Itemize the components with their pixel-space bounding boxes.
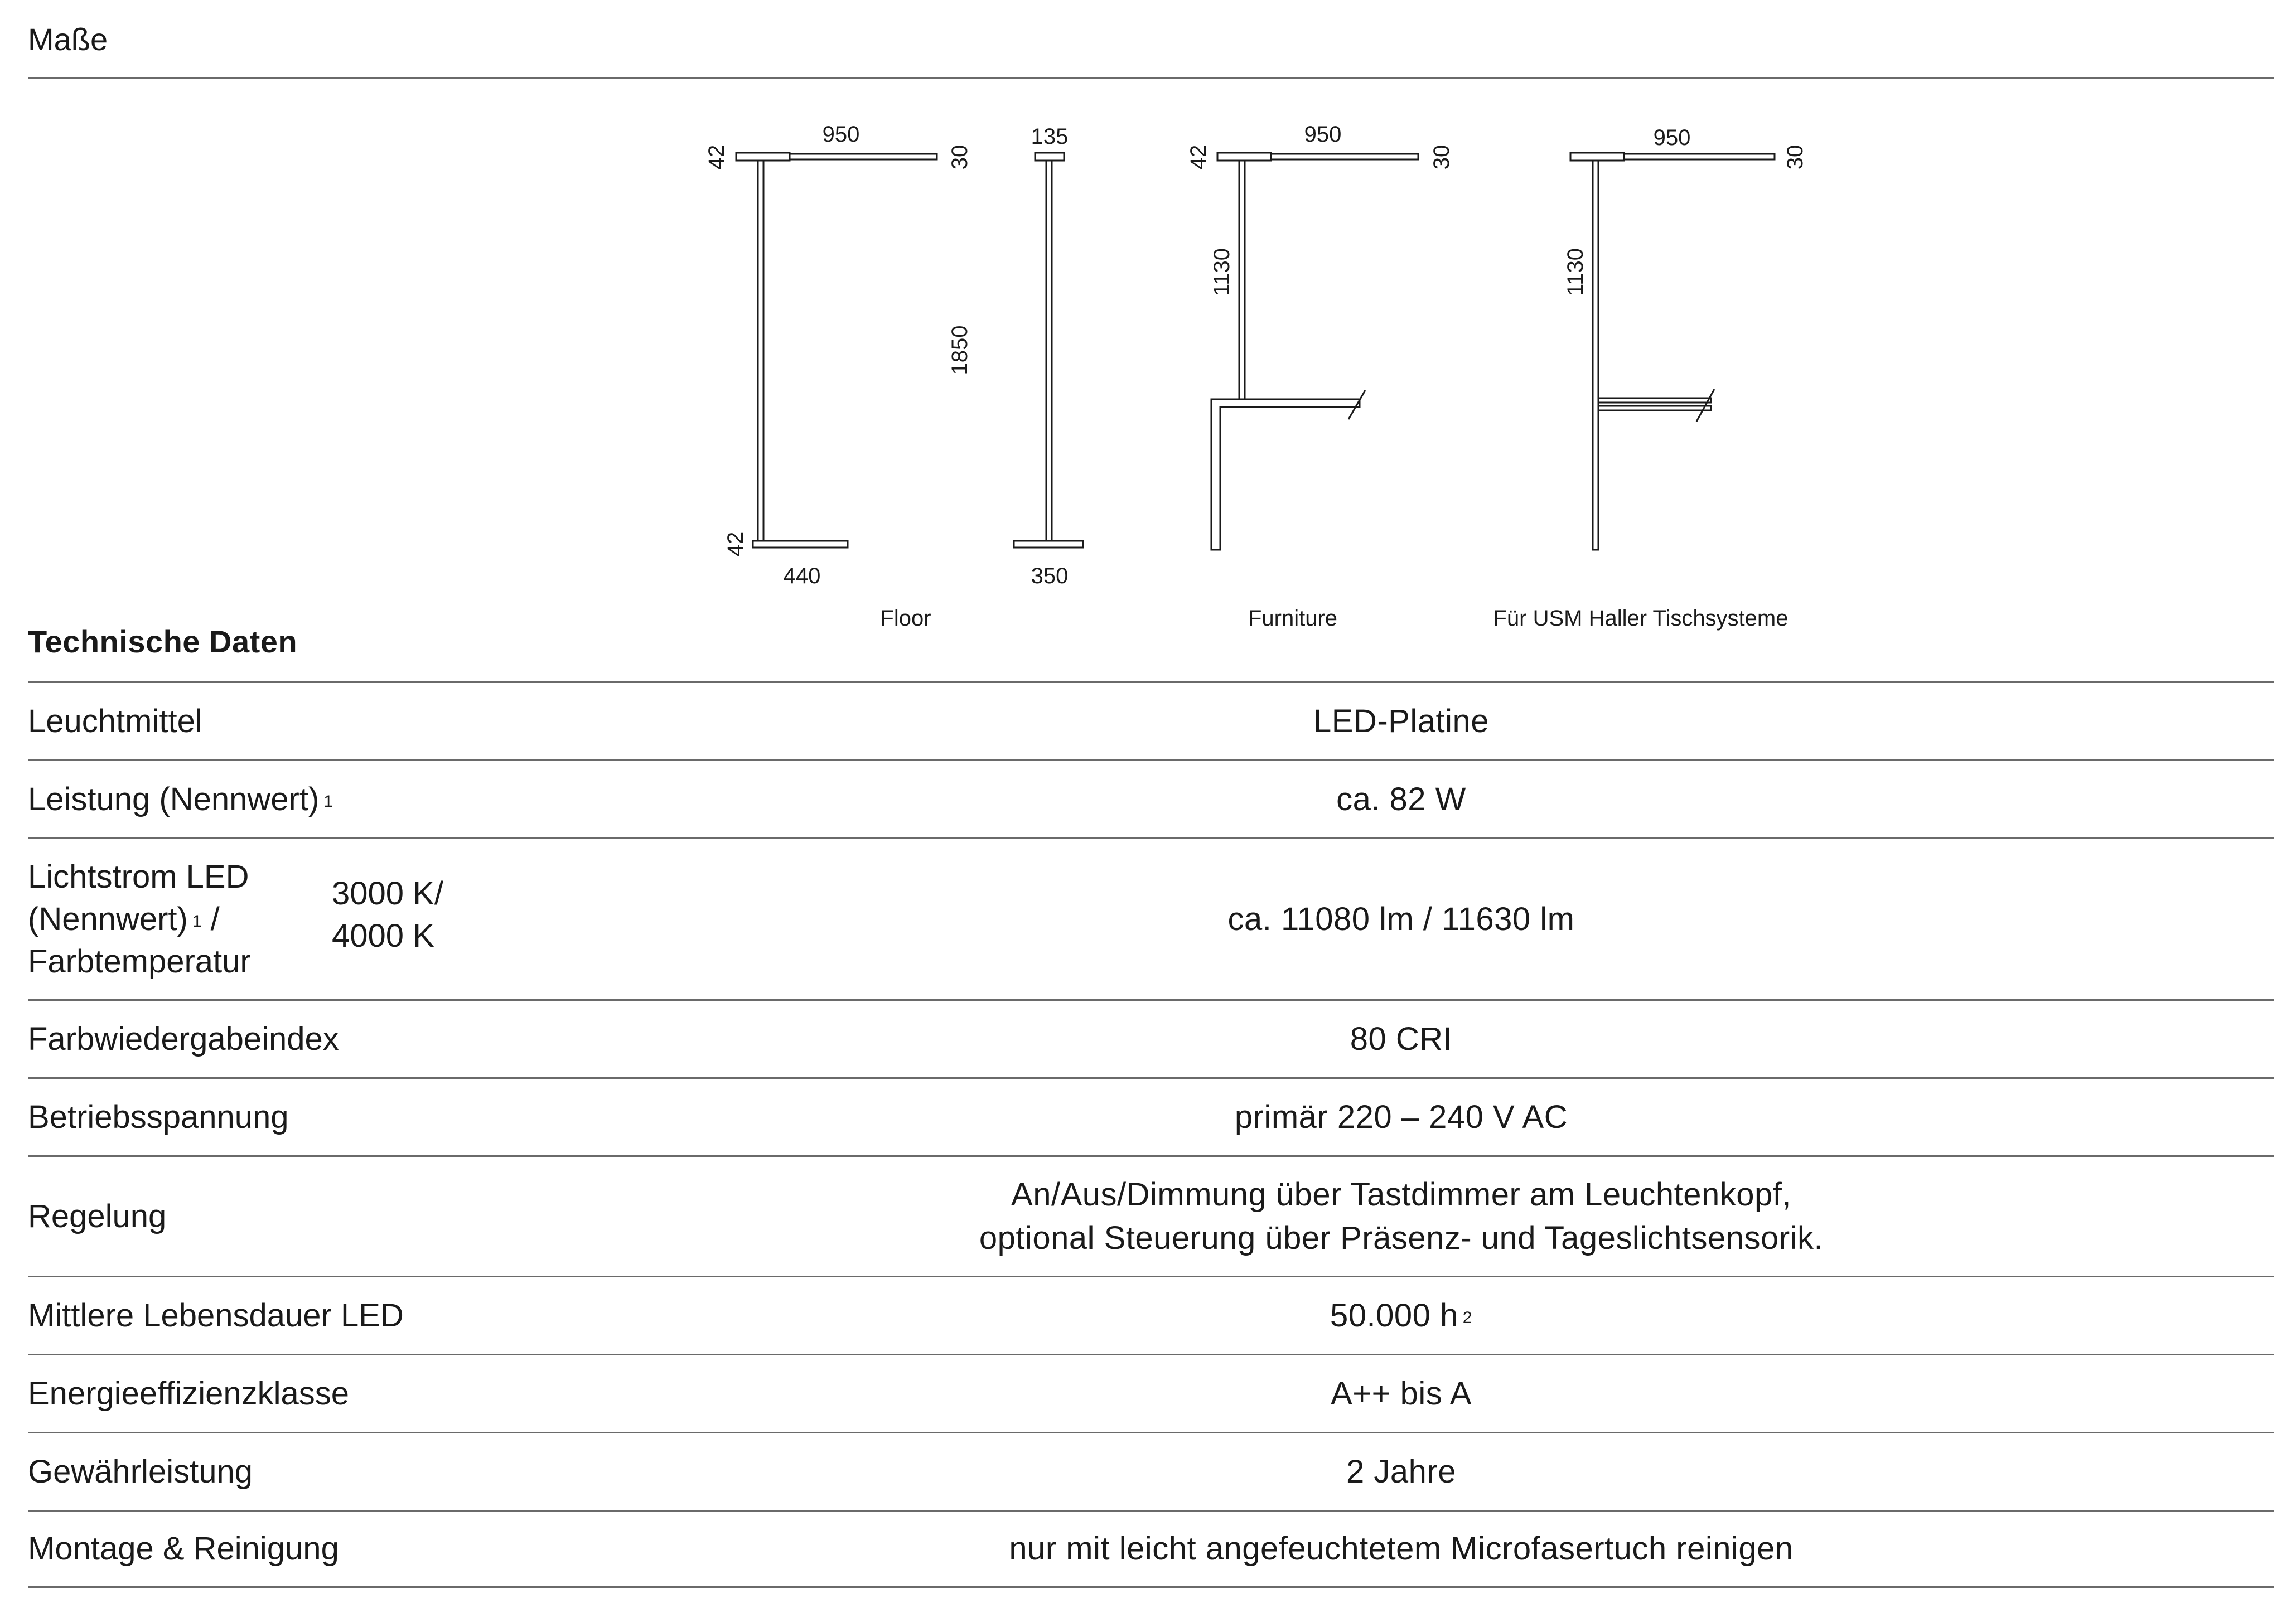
dim-side-height: 1850: [948, 326, 972, 375]
spec-label: Farbwiedergabeindex: [28, 1020, 339, 1057]
spec-label: Regelung: [28, 1198, 167, 1234]
spec-row-energy-class: Energieeffizienzklasse A++ bis A: [28, 1354, 2274, 1432]
floor-lamp-front: 42 950 30 42 440: [704, 122, 972, 588]
spec-label: Betriebsspannung: [28, 1098, 289, 1135]
footnote-marker: 2: [1462, 1308, 1472, 1327]
spec-value: 2 Jahre: [1346, 1453, 1456, 1490]
footnote-marker: 1: [192, 912, 202, 931]
spec-value: An/Aus/Dimmung über Tastdimmer am Leucht…: [979, 1176, 1824, 1256]
furniture-lamp: 42 950 30 1130: [1186, 122, 1454, 551]
dim-floor-arm-length: 950: [823, 122, 860, 147]
caption-usm-haller: Für USM Haller Tischsysteme: [1493, 606, 1789, 631]
spec-row-cri: Farbwiedergabeindex 80 CRI: [28, 999, 2274, 1077]
dim-usm-pole-height: 1130: [1563, 248, 1588, 296]
spec-table: Leuchtmittel LED-Platine Leistung (Nennw…: [28, 681, 2274, 1588]
caption-furniture: Furniture: [1248, 606, 1337, 631]
spec-row-warranty: Gewährleistung 2 Jahre: [28, 1432, 2274, 1510]
dim-furniture-arm-length: 950: [1304, 122, 1342, 147]
spec-value: ca. 11080 lm / 11630 lm: [1227, 900, 1575, 937]
spec-label: Leistung (Nennwert)1: [28, 781, 333, 817]
dim-side-head-width: 135: [1031, 124, 1069, 149]
spec-label: Lichtstrom LED (Nennwert)1 / Farbtempera…: [28, 858, 251, 980]
dim-side-base-width: 350: [1031, 564, 1069, 588]
spec-label: Gewährleistung: [28, 1453, 253, 1490]
spec-row-maintenance: Montage & Reinigung nur mit leicht angef…: [28, 1510, 2274, 1588]
spec-label: Mittlere Lebensdauer LED: [28, 1297, 404, 1334]
spec-label: Montage & Reinigung: [28, 1530, 339, 1567]
floor-lamp-side: 135 1850 350: [948, 124, 1084, 588]
spec-value: 80 CRI: [1350, 1020, 1453, 1057]
spec-value: ca. 82 W: [1336, 781, 1466, 817]
dim-usm-arm-length: 950: [1654, 125, 1691, 150]
dim-usm-arm-end: 30: [1783, 145, 1807, 170]
section-title-dimensions: Maße: [28, 22, 108, 57]
footnote-marker: 1: [323, 792, 333, 811]
dim-floor-head-thickness: 42: [704, 145, 729, 170]
dim-furniture-head-thickness: 42: [1186, 145, 1211, 170]
spec-label: Leuchtmittel: [28, 703, 202, 739]
spec-row-light-source: Leuchtmittel LED-Platine: [28, 681, 2274, 759]
spec-row-voltage: Betriebsspannung primär 220 – 240 V AC: [28, 1077, 2274, 1155]
usm-haller-lamp: 950 30 1130: [1563, 125, 1807, 551]
spec-row-power: Leistung (Nennwert)1 ca. 82 W: [28, 759, 2274, 837]
spec-row-luminous-flux: Lichtstrom LED (Nennwert)1 / Farbtempera…: [28, 837, 2274, 999]
spec-label: Energieeffizienzklasse: [28, 1375, 350, 1412]
spec-value: LED-Platine: [1313, 703, 1489, 739]
spec-value: A++ bis A: [1331, 1375, 1472, 1412]
dim-floor-base-width: 440: [784, 564, 821, 588]
dim-furniture-pole-height: 1130: [1210, 248, 1234, 296]
dim-floor-base-thickness: 42: [723, 532, 748, 557]
spec-sublabel: 3000 K/ 4000 K: [332, 875, 443, 954]
spec-value: nur mit leicht angefeuchtetem Microfaser…: [1009, 1530, 1794, 1567]
dim-furniture-arm-end: 30: [1429, 145, 1454, 170]
caption-floor: Floor: [880, 606, 931, 631]
section-title-technical-data: Technische Daten: [28, 624, 298, 659]
dimension-drawing: 42 950 30 42 440 135 1850 350 Floor 42 9…: [704, 122, 1807, 631]
dim-floor-arm-end: 30: [948, 145, 972, 170]
spec-row-control: Regelung An/Aus/Dimmung über Tastdimmer …: [28, 1155, 2274, 1276]
spec-value: primär 220 – 240 V AC: [1234, 1098, 1568, 1135]
divider: [28, 77, 2274, 79]
